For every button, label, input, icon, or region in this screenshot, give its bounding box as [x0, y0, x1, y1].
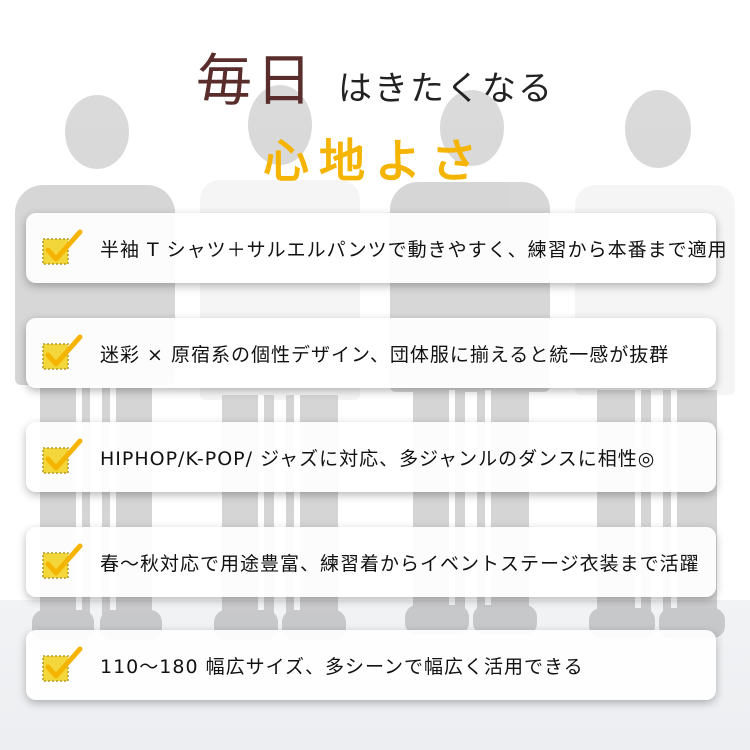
headline-main: 毎日 — [196, 49, 316, 114]
feature-text: HIPHOP/K-POP/ ジャズに対応、多ジャンルのダンスに相性◎ — [100, 447, 656, 470]
headline-sub: はきたくなる — [338, 69, 554, 109]
feature-item: HIPHOP/K-POP/ ジャズに対応、多ジャンルのダンスに相性◎ — [26, 422, 716, 492]
feature-item: 半袖 T シャツ＋サルエルパンツで動きやすく、練習から本番まで適用 — [26, 213, 727, 283]
feature-text: 半袖 T シャツ＋サルエルパンツで動きやすく、練習から本番まで適用 — [100, 238, 728, 261]
headline: 毎日 はきたくなる 心地よさ — [0, 36, 750, 191]
checkmark-icon — [40, 435, 84, 479]
feature-text: 迷彩 × 原宿系の個性デザイン、団体服に揃えると統一感が抜群 — [100, 343, 670, 366]
feature-item: 110～180 幅広サイズ、多シーンで幅広く活用できる — [26, 630, 716, 700]
checkmark-icon — [40, 643, 84, 687]
feature-item: 迷彩 × 原宿系の個性デザイン、団体服に揃えると統一感が抜群 — [26, 318, 716, 388]
headline-row: 毎日 はきたくなる — [0, 36, 750, 117]
checkmark-icon — [40, 226, 84, 270]
checkmark-icon — [40, 540, 84, 584]
feature-text: 110～180 幅広サイズ、多シーンで幅広く活用できる — [100, 655, 584, 678]
feature-item: 春～秋対応で用途豊富、練習着からイベントステージ衣装まで活躍 — [26, 527, 716, 597]
headline-accent: 心地よさ — [263, 134, 487, 188]
checkmark-icon — [40, 331, 84, 375]
feature-text: 春～秋対応で用途豊富、練習着からイベントステージ衣装まで活躍 — [100, 552, 700, 575]
